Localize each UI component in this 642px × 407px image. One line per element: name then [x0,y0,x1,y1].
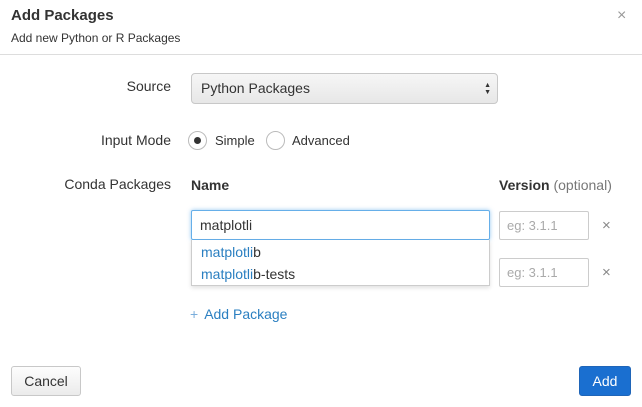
source-label: Source [126,78,171,94]
input-mode-label: Input Mode [100,132,171,148]
suggestion-match: matplotli [201,266,254,282]
source-select[interactable]: Python Packages ▲▼ [191,73,498,104]
version-input-2[interactable] [499,258,589,287]
plus-icon: + [190,306,199,322]
radio-selected-dot [194,137,201,144]
add-package-label: Add Package [204,306,288,322]
cancel-button[interactable]: Cancel [11,366,81,396]
name-column-header: Name [191,177,230,193]
radio-advanced[interactable] [266,131,285,150]
source-selected-value: Python Packages [201,80,310,96]
add-button[interactable]: Add [579,366,631,396]
radio-simple-label[interactable]: Simple [215,133,255,148]
suggestion-item-matplotlib[interactable]: matplotlib [201,244,261,260]
version-header-text: Version [499,177,550,193]
package-name-input-1[interactable] [191,210,490,240]
radio-advanced-label[interactable]: Advanced [292,133,350,148]
remove-row-1-icon[interactable]: × [602,217,611,234]
version-input-1[interactable] [499,211,589,240]
remove-row-2-icon[interactable]: × [602,264,611,281]
dialog-title: Add Packages [11,7,114,24]
version-optional-text: (optional) [553,177,612,193]
suggestion-match: matplotli [201,244,254,260]
suggestion-item-matplotlib-tests[interactable]: matplotlib-tests [201,266,295,282]
conda-packages-label: Conda Packages [64,176,171,192]
close-icon[interactable]: × [617,7,627,24]
version-column-header: Version (optional) [499,177,612,193]
select-arrows-icon: ▲▼ [484,82,491,96]
autocomplete-dropdown: matplotlib matplotlib-tests [191,240,490,286]
dialog-subtitle: Add new Python or R Packages [11,31,181,45]
dialog-header: Add Packages Add new Python or R Package… [0,0,642,55]
add-package-link[interactable]: + Add Package [190,306,287,322]
suggestion-rest: b [253,244,261,260]
suggestion-rest: b-tests [253,266,296,282]
radio-simple[interactable] [188,131,207,150]
